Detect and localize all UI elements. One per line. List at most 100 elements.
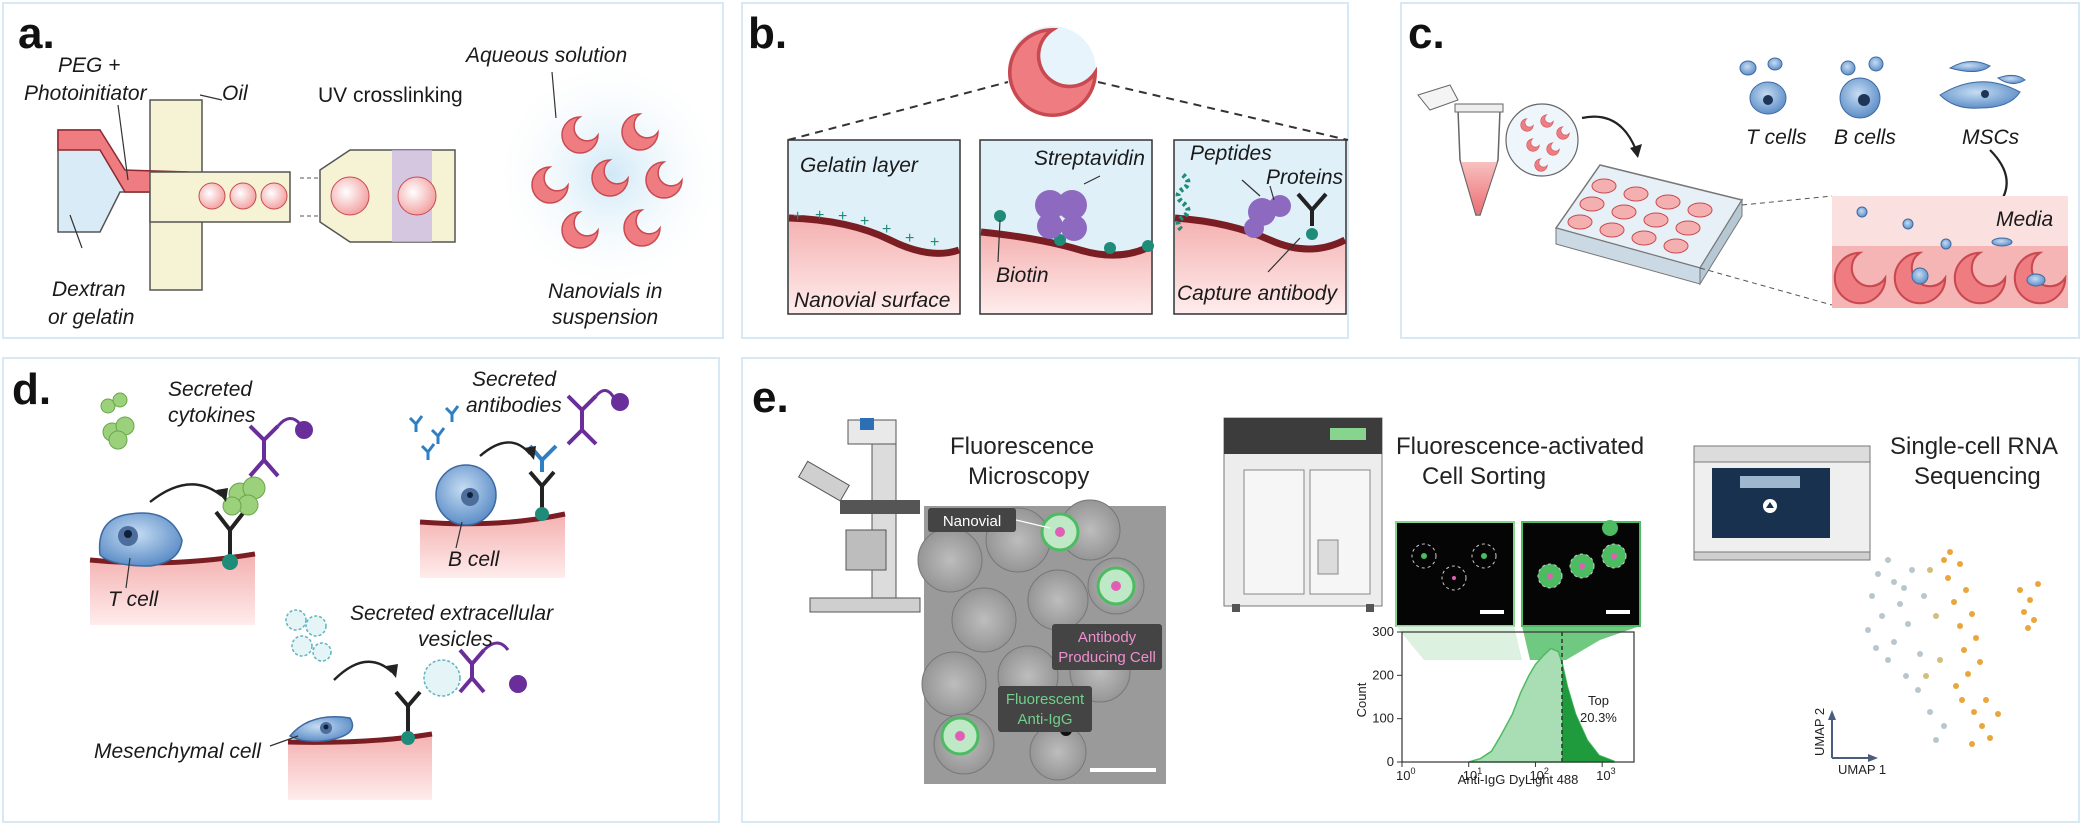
label-oil: Oil — [222, 82, 249, 105]
label-b-cell: B cell — [448, 548, 501, 571]
x-tick-label: 100 — [1396, 766, 1415, 783]
umap-axes — [1828, 710, 1878, 762]
label-fm-1: Fluorescence — [950, 433, 1094, 460]
label-peptides: Peptides — [1190, 142, 1272, 165]
svg-text:+: + — [905, 230, 914, 247]
box-capture — [1173, 139, 1347, 315]
microscope-icon — [797, 418, 921, 613]
sequencer-icon — [1693, 445, 1871, 561]
label-capture-antibody: Capture antibody — [1177, 282, 1338, 305]
y-tick-label: 100 — [1372, 711, 1394, 726]
label-biotin: Biotin — [996, 264, 1049, 287]
svg-text:+: + — [838, 208, 847, 225]
label-secreted-antibodies-2: antibodies — [466, 394, 562, 417]
arrow-mesenchymal — [333, 660, 393, 681]
label-secreted-antibodies-1: Secreted — [472, 368, 557, 391]
t-cell-surface — [89, 510, 256, 625]
cell-type-icons — [1739, 56, 2026, 119]
panel-a-letter: a. — [18, 9, 55, 58]
svg-text:+: + — [860, 213, 869, 230]
x-tick-label: 103 — [1596, 766, 1615, 783]
label-seq-2: Sequencing — [1914, 463, 2041, 490]
label-fl-2: Anti-IgG — [1017, 711, 1072, 728]
label-nanovials-in: Nanovials in — [548, 280, 662, 303]
label-b-cells: B cells — [1834, 126, 1896, 149]
label-apc-1: Antibody — [1078, 629, 1137, 646]
histogram-gated-region — [1561, 662, 1614, 762]
label-facs-1: Fluorescence-activated — [1396, 433, 1644, 460]
nanovial-zoom-c — [1505, 103, 1579, 177]
label-aqueous: Aqueous solution — [464, 44, 627, 67]
svg-text:+: + — [793, 208, 802, 225]
label-proteins: Proteins — [1266, 166, 1344, 189]
umap-y-label: UMAP 2 — [1812, 708, 1827, 756]
label-or-gelatin: or gelatin — [48, 306, 134, 329]
label-secreted-cytokines-2: cytokines — [168, 404, 256, 427]
label-media: Media — [1996, 208, 2053, 231]
label-photoinitiator: Photoinitiator — [24, 82, 148, 105]
antibody-glyphs — [408, 405, 460, 460]
label-facs-2: Cell Sorting — [1422, 463, 1546, 490]
label-uv-crosslinking: UV crosslinking — [318, 84, 463, 107]
histogram-ylabel: Count — [1354, 682, 1369, 717]
label-streptavidin: Streptavidin — [1034, 147, 1145, 170]
label-mscs: MSCs — [1962, 126, 2020, 149]
y-tick-label: 300 — [1372, 624, 1394, 639]
tag-antibody-producing-cell — [1052, 624, 1162, 670]
tube-icon — [1417, 84, 1504, 216]
arrow-to-plate — [1581, 115, 1638, 151]
facs-machine-icon — [1223, 417, 1383, 612]
label-apc-2: Producing Cell — [1058, 649, 1156, 666]
box-gelatin-layer — [787, 139, 961, 315]
histogram-area — [1468, 647, 1615, 763]
suspension-glow — [490, 55, 730, 295]
label-secreted-cytokines-1: Secreted — [168, 378, 253, 401]
b-cell-surface — [419, 444, 566, 578]
y-tick-label: 200 — [1372, 667, 1394, 682]
svg-text:+: + — [815, 207, 824, 224]
well-plate-icon — [1554, 164, 1744, 286]
arrow-b-cell — [479, 441, 531, 457]
tag-fluorescent-anti-igg — [998, 686, 1092, 732]
label-t-cells: T cells — [1746, 126, 1807, 149]
panel-e-letter: e. — [752, 373, 789, 422]
label-fm-2: Microscopy — [968, 463, 1089, 490]
panel-c-letter: c. — [1408, 9, 1445, 58]
mesenchymal-surface — [287, 690, 433, 800]
label-seq-1: Single-cell RNA — [1890, 433, 2058, 460]
label-ev-1: Secreted extracellular — [350, 602, 554, 625]
svg-text:+: + — [930, 234, 939, 251]
histogram-xlabel: Anti-IgG DyLight 488 — [1458, 772, 1579, 787]
label-t-cell: T cell — [108, 588, 160, 611]
label-ev-2: vesicles — [418, 628, 493, 651]
microfluidic-chip — [57, 99, 456, 291]
label-mesenchymal: Mesenchymal cell — [94, 740, 262, 763]
cytokine-cluster — [100, 392, 266, 516]
label-nanovial-surface: Nanovial surface — [794, 289, 950, 312]
panel-b-letter: b. — [748, 9, 787, 58]
histogram-frame — [1401, 631, 1635, 763]
svg-text:+: + — [882, 221, 891, 238]
panel-d-letter: d. — [12, 365, 51, 414]
facs-image-after — [1521, 520, 1641, 627]
gate-label-top: Top — [1588, 693, 1609, 708]
tag-nanovial — [928, 508, 1016, 532]
y-tick-label: 0 — [1387, 754, 1394, 769]
label-nanovial: Nanovial — [943, 513, 1001, 530]
label-peg: PEG + — [58, 54, 120, 77]
label-suspension: suspension — [552, 306, 658, 329]
umap-x-label: UMAP 1 — [1838, 762, 1886, 777]
gate-label-pct: 20.3% — [1580, 710, 1617, 725]
vesicle-cluster — [285, 609, 461, 697]
box-streptavidin — [979, 139, 1154, 315]
umap-scatter — [1865, 549, 2041, 747]
label-gelatin-layer: Gelatin layer — [800, 154, 919, 177]
label-dextran: Dextran — [52, 278, 126, 301]
facs-image-before — [1395, 521, 1515, 627]
gelatin-crosses: + + + + + + + — [793, 207, 939, 251]
media-wells — [1832, 196, 2068, 308]
label-fl-1: Fluorescent — [1006, 691, 1085, 708]
arrow-t-cell — [149, 483, 223, 503]
